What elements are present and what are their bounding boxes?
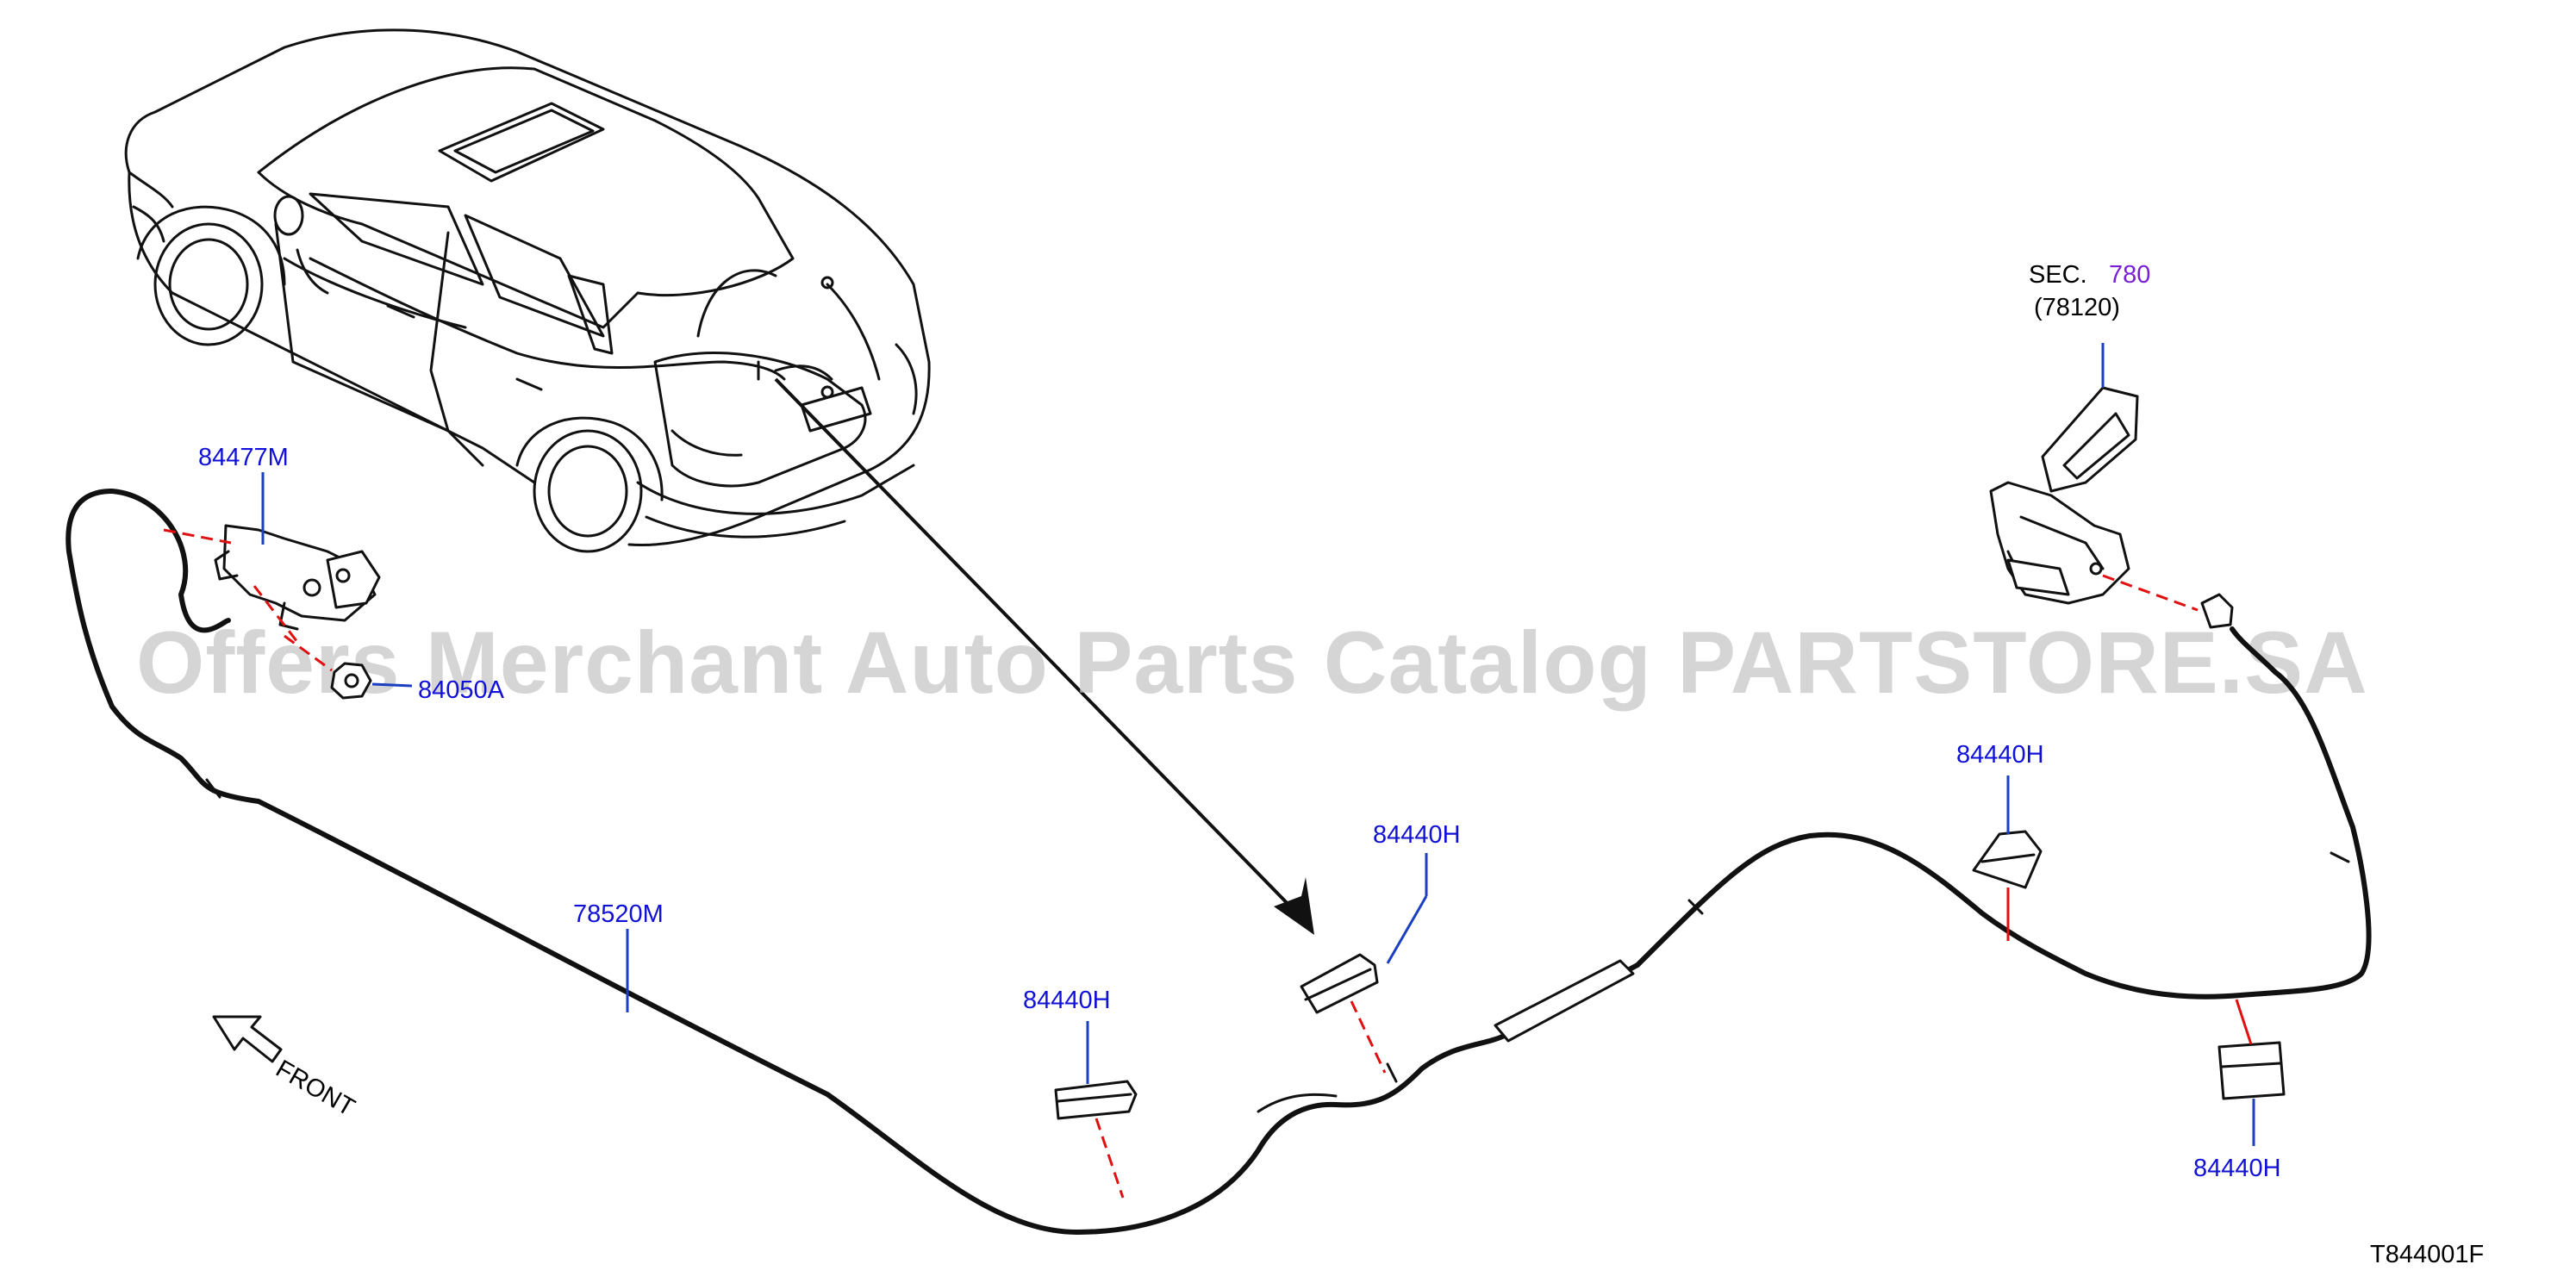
callout-84440h-3: 84440H: [1956, 741, 2044, 769]
front-direction-indicator: FRONT: [212, 1015, 360, 1122]
clamp-84440h-1: [1054, 1021, 1138, 1199]
front-label: FRONT: [271, 1055, 360, 1122]
section-number-link[interactable]: 780: [2109, 261, 2150, 289]
watermark: Offers Merchant Auto Parts Catalog PARTS…: [136, 613, 2368, 712]
clamp-84440h-3: [1972, 775, 2043, 941]
car-illustration: [124, 28, 931, 553]
clip-84050a: [284, 634, 413, 700]
callout-84477m: 84477M: [198, 444, 289, 471]
callout-78520m: 78520M: [573, 900, 664, 928]
diagram-code: T844001F: [2370, 1241, 2484, 1268]
trunk-opener-cable: [65, 489, 2372, 1235]
section-sub-ref: (78120): [2034, 294, 2120, 321]
section-prefix: SEC.: [2029, 261, 2087, 289]
detail-arrow: [774, 377, 1314, 935]
callout-84440h-4: 84440H: [2193, 1155, 2281, 1182]
clamp-84440h-2: [1300, 853, 1428, 1074]
callout-84440h-2: 84440H: [1373, 821, 1461, 849]
callout-84050a: 84050A: [418, 676, 505, 704]
opener-lever-assembly: [163, 524, 381, 643]
clamp-84440h-4: [2217, 999, 2286, 1146]
callout-84440h-1: 84440H: [1023, 987, 1111, 1014]
trunk-lock-assembly: [1989, 343, 2234, 629]
